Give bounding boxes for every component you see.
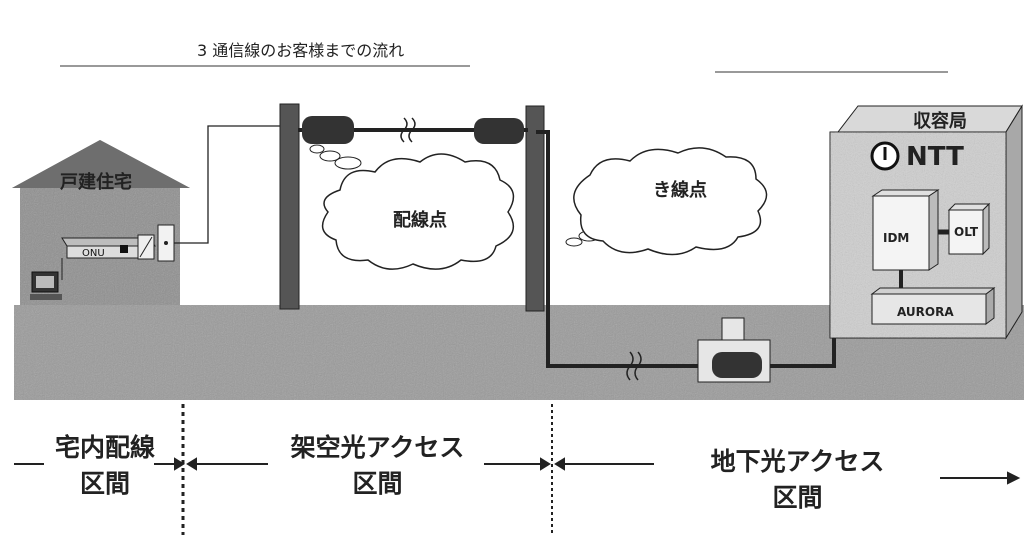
aurora-label: AURORA bbox=[897, 305, 954, 319]
closure-distribution bbox=[302, 116, 354, 144]
olt-label: OLT bbox=[954, 225, 979, 239]
section-aerial-line1: 架空光アクセス bbox=[290, 433, 465, 462]
wall-outlet bbox=[157, 224, 175, 262]
onu-device: ONU bbox=[61, 234, 156, 260]
section-indoor-line2: 区間 bbox=[79, 469, 130, 498]
section-underground: 地下光アクセス 区間 bbox=[690, 444, 905, 516]
section-indoor-line1: 宅内配線 bbox=[54, 433, 155, 462]
section-indoor: 宅内配線 区間 bbox=[30, 430, 180, 502]
cloud-branch-label: き線点 bbox=[653, 179, 707, 201]
office-title: 収容局 bbox=[913, 110, 967, 132]
idm-label: IDM bbox=[883, 231, 909, 245]
computer-icon bbox=[30, 271, 62, 300]
onu-label: ONU bbox=[82, 248, 105, 259]
utility-pole-left bbox=[279, 103, 300, 310]
page-heading: 3 通信線のお客様までの流れ bbox=[197, 41, 404, 60]
aurora-box bbox=[871, 293, 987, 325]
arrows bbox=[14, 457, 1021, 485]
central-office: 収容局 NTT IDM OLT AURORA bbox=[829, 104, 1023, 340]
olt-box bbox=[948, 209, 984, 255]
house-label: 戸建住宅 bbox=[60, 171, 132, 193]
cable-break-mark-aerial bbox=[400, 117, 416, 143]
section-aerial: 架空光アクセス 区間 bbox=[270, 430, 485, 502]
section-underground-line2: 区間 bbox=[772, 483, 823, 512]
office-brand: NTT bbox=[906, 142, 964, 172]
cloud-branch bbox=[565, 147, 768, 256]
closure-branch bbox=[474, 118, 524, 144]
utility-pole-right bbox=[525, 105, 545, 312]
section-underground-line1: 地下光アクセス bbox=[710, 447, 885, 476]
manhole bbox=[697, 317, 771, 383]
cloud-distribution bbox=[309, 144, 515, 270]
cloud-distribution-label: 配線点 bbox=[393, 209, 447, 231]
house: 戸建住宅 ONU bbox=[12, 140, 190, 305]
cable-break-mark-underground bbox=[626, 351, 642, 381]
section-aerial-line2: 区間 bbox=[352, 469, 403, 498]
drop-cable bbox=[174, 125, 286, 244]
